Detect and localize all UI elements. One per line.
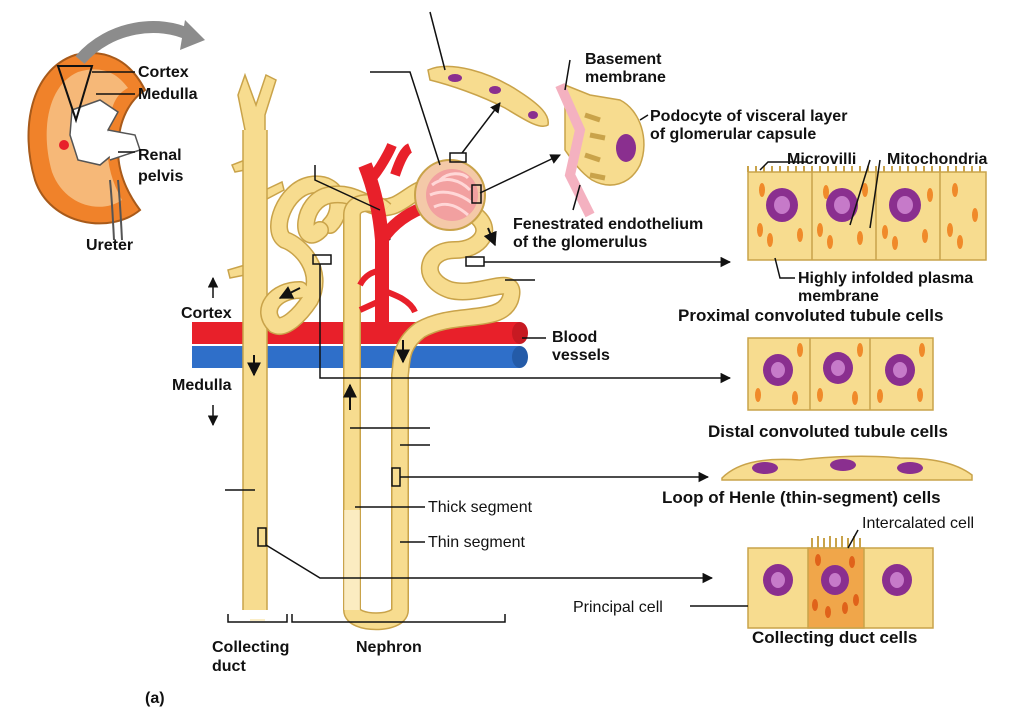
collecting-duct-label-2: duct <box>212 658 246 675</box>
brackets <box>227 614 506 623</box>
blood-vessels-label-1: Blood <box>552 329 597 346</box>
leader-lines <box>207 11 881 607</box>
collecting-duct-cells <box>747 536 934 629</box>
loop-caption: Loop of Henle (thin-segment) cells <box>662 488 941 507</box>
ureter-label: Ureter <box>86 237 133 254</box>
dct-caption: Distal convoluted tubule cells <box>708 422 948 441</box>
fenestrated-label-1: Fenestrated endothelium <box>513 216 703 233</box>
collecting-duct-label-1: Collecting <box>212 639 289 656</box>
mitochondria-label: Mitochondria <box>887 151 988 168</box>
collecting-duct <box>227 72 285 621</box>
nephron-tubule <box>260 175 521 631</box>
thin-segment-label: Thin segment <box>428 534 525 551</box>
thick-segment-label: Thick segment <box>428 499 533 516</box>
basement-membrane-label-2: membrane <box>585 69 666 86</box>
cortex-region-label: Cortex <box>181 305 232 322</box>
infolded-label-2: membrane <box>798 288 879 305</box>
nephron-label: Nephron <box>356 639 422 656</box>
panel-label: (a) <box>145 690 165 707</box>
blood-vessels-label-2: vessels <box>552 347 610 364</box>
basement-membrane-label-1: Basement <box>585 51 662 68</box>
dct-cells <box>747 337 934 411</box>
pct-caption: Proximal convoluted tubule cells <box>678 306 943 325</box>
kidney-labels: Cortex Medulla Renal pelvis Ureter <box>86 64 198 254</box>
fenestrated-label-2: of the glomerulus <box>513 234 647 251</box>
medulla-region-label: Medulla <box>172 377 232 394</box>
kidney-cortex-label: Cortex <box>138 64 189 81</box>
kidney-section <box>27 20 205 241</box>
arterioles <box>357 143 433 322</box>
kidney-medulla-label: Medulla <box>138 86 198 103</box>
podocyte-label-2: of glomerular capsule <box>650 126 816 143</box>
podocyte-label-1: Podocyte of visceral layer <box>650 108 847 125</box>
principal-cell-label: Principal cell <box>573 599 663 616</box>
renal-pelvis-label-1: Renal <box>138 147 182 164</box>
pct-cells <box>747 166 987 261</box>
microvilli-label: Microvilli <box>787 151 856 168</box>
renal-pelvis-label-2: pelvis <box>138 168 183 185</box>
intercalated-cell-label: Intercalated cell <box>862 515 974 532</box>
podocyte-detail <box>427 65 645 218</box>
collecting-caption: Collecting duct cells <box>752 628 917 647</box>
glomerulus <box>414 152 486 231</box>
infolded-label-1: Highly infolded plasma <box>798 270 973 287</box>
loop-cells <box>721 455 973 481</box>
